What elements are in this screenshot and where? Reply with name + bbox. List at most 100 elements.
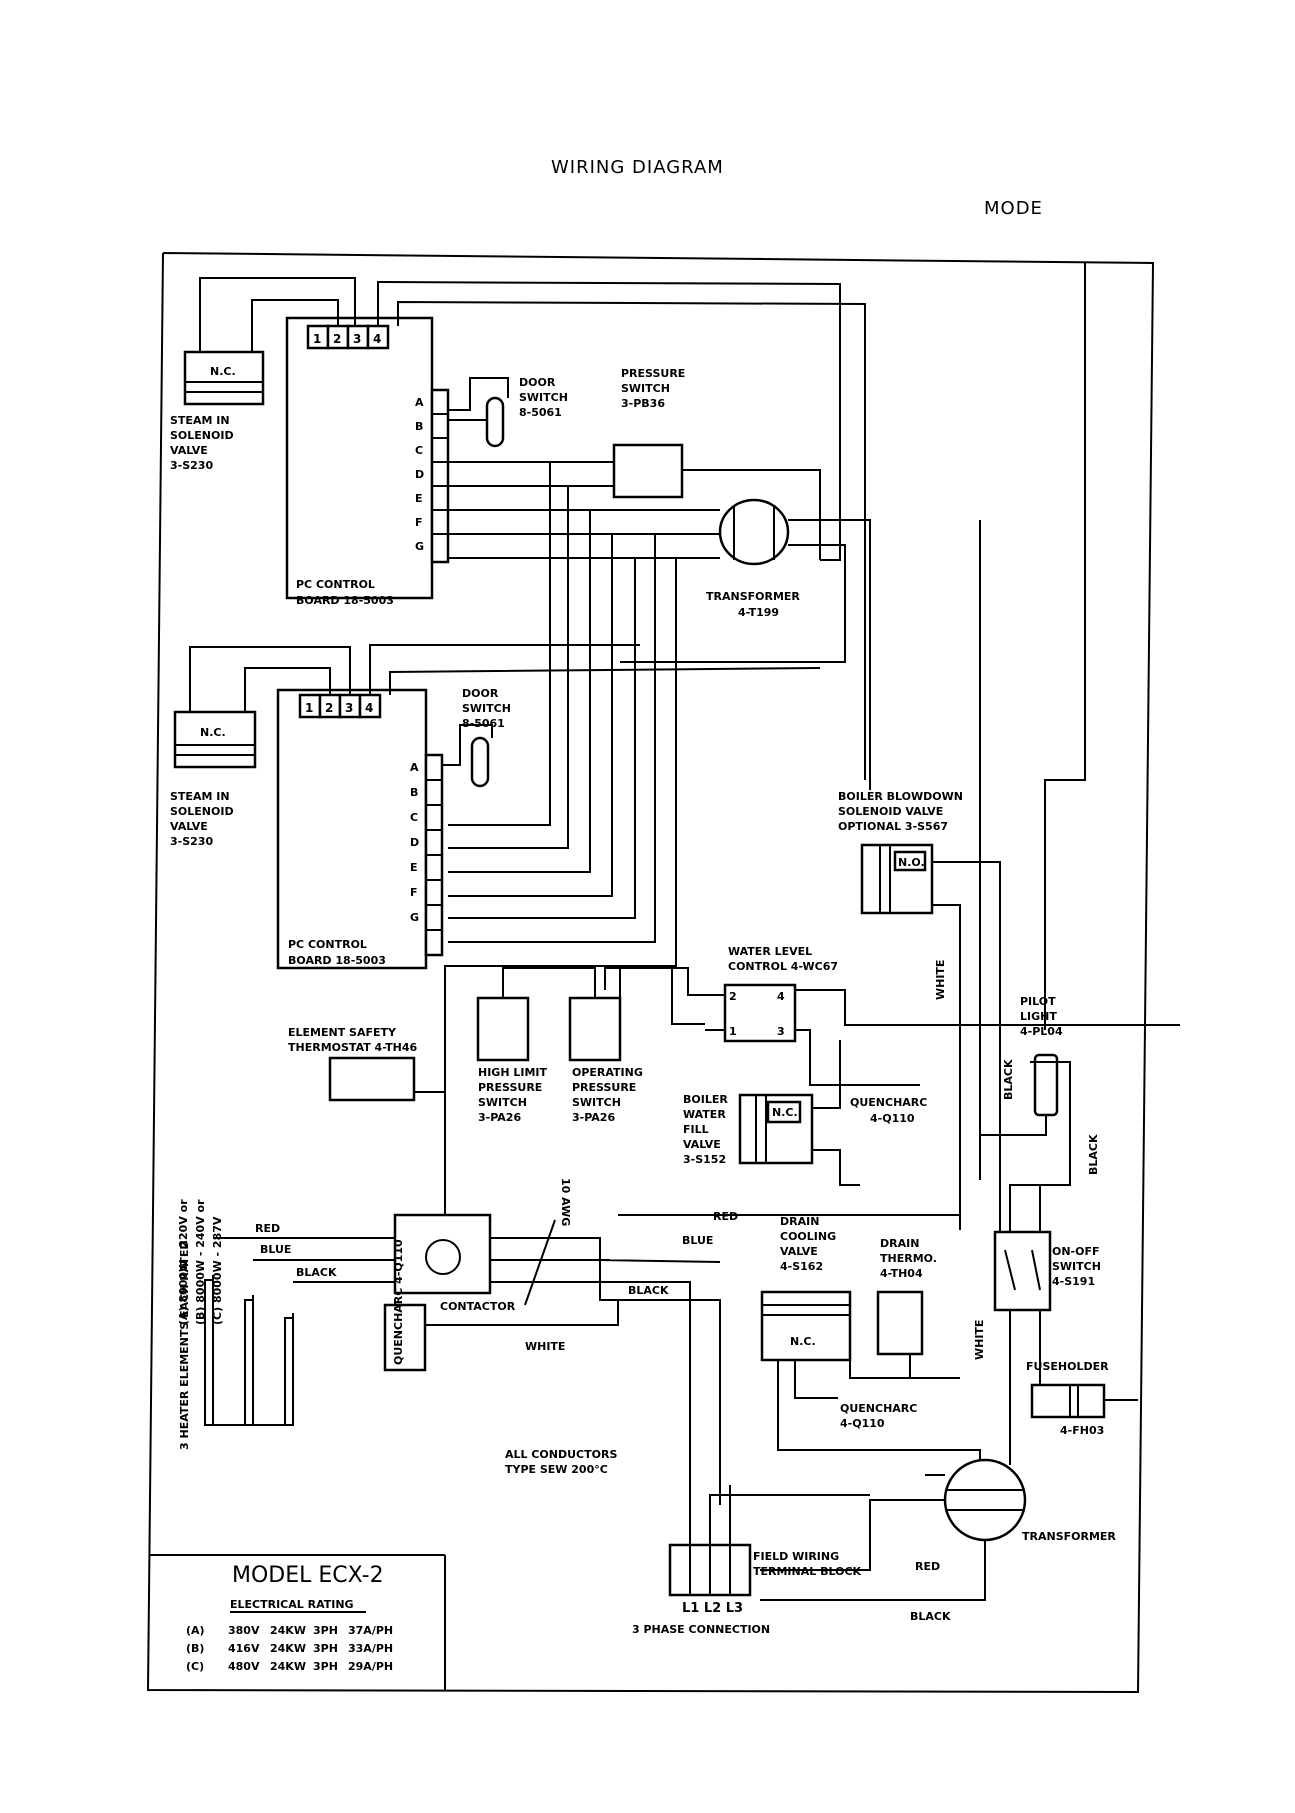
- rating-cell: 33A/PH: [348, 1642, 393, 1655]
- fill-valve-label: FILL: [683, 1123, 709, 1136]
- wlc-label: CONTROL 4-WC67: [728, 960, 838, 973]
- board1-letter: A: [415, 396, 424, 409]
- wire-black: BLACK: [910, 1610, 951, 1623]
- drain-cooling-valve: [760, 1290, 852, 1362]
- on-off-label: ON-OFF: [1052, 1245, 1100, 1258]
- transformer-bottom: [943, 1458, 1027, 1542]
- quencharc-1-label: QUENCHARC: [850, 1096, 927, 1109]
- board2-letter: D: [410, 836, 419, 849]
- on-off-switch[interactable]: [993, 1230, 1052, 1312]
- rating-cell: 3PH: [313, 1660, 338, 1673]
- fuseholder-label: FUSEHOLDER: [1026, 1360, 1109, 1373]
- steam-valve-2-label: 3-S230: [170, 835, 213, 848]
- element-safety-label: ELEMENT SAFETY: [288, 1026, 397, 1039]
- water-level-control: [723, 983, 797, 1043]
- steam-valve-1-nc: N.C.: [210, 365, 236, 378]
- on-off-label: 4-S191: [1052, 1275, 1095, 1288]
- ratings-vertical: (C) 8000W - 287V: [211, 1216, 224, 1325]
- board1-terminals: [430, 388, 450, 564]
- wire-black: BLACK: [1002, 1059, 1015, 1100]
- pressure-switch: [612, 443, 684, 499]
- board1-letter: F: [415, 516, 423, 529]
- rating-cell: (B): [186, 1642, 204, 1655]
- transformer-top-label: 4-T199: [738, 606, 779, 619]
- board1-letter: D: [415, 468, 424, 481]
- rating-cell: 3PH: [313, 1642, 338, 1655]
- drain-valve-nc: N.C.: [790, 1335, 816, 1348]
- blowdown-label: SOLENOID VALVE: [838, 805, 943, 818]
- model-header: MODE: [984, 198, 1043, 219]
- board2-pin: 1: [305, 701, 313, 715]
- board1-letter: C: [415, 444, 423, 457]
- high-limit-label: PRESSURE: [478, 1081, 542, 1094]
- steam-valve-2-label: STEAM IN: [170, 790, 230, 803]
- board2-label: PC CONTROL: [288, 938, 367, 951]
- steam-valve-1-label: 3-S230: [170, 459, 213, 472]
- rating-cell: (C): [186, 1660, 204, 1673]
- fuseholder: [1030, 1383, 1106, 1419]
- wire-red: RED: [713, 1210, 738, 1223]
- pc-board-2: [276, 688, 428, 970]
- rating-cell: 380V: [228, 1624, 260, 1637]
- diagram-title: WIRING DIAGRAM: [551, 157, 724, 178]
- fill-valve-label: VALVE: [683, 1138, 721, 1151]
- transformer-bottom-label: TRANSFORMER: [1022, 1530, 1116, 1543]
- board1-pin: 4: [373, 332, 381, 346]
- blowdown-no: N.O.: [898, 856, 925, 869]
- board1-letter: G: [415, 540, 424, 553]
- wlc-terminal: 2: [729, 990, 737, 1003]
- operating-label: 3-PA26: [572, 1111, 615, 1124]
- board1-label: BOARD 18-5003: [296, 594, 394, 607]
- rating-subtitle: ELECTRICAL RATING: [230, 1598, 354, 1611]
- board2-letter: G: [410, 911, 419, 924]
- pressure-switch-label: 3-PB36: [621, 397, 665, 410]
- door-switch-1-label: SWITCH: [519, 391, 568, 404]
- wire-blue: BLUE: [682, 1234, 713, 1247]
- rating-cell: 3PH: [313, 1624, 338, 1637]
- steam-valve-2-nc: N.C.: [200, 726, 226, 739]
- door-switch-2-label: SWITCH: [462, 702, 511, 715]
- board1-pin: 3: [353, 332, 361, 346]
- transformer-top: [718, 498, 790, 566]
- pc-board-1: [285, 316, 434, 600]
- board1-pins: 1 2 3 4: [306, 324, 390, 350]
- fill-valve-label: 3-S152: [683, 1153, 726, 1166]
- board2-letter: E: [410, 861, 418, 874]
- fill-valve-nc: N.C.: [772, 1106, 798, 1119]
- awg-label: 10 AWG: [559, 1178, 572, 1226]
- heater-elements: [204, 1275, 294, 1426]
- drain-cooling-label: VALVE: [780, 1245, 818, 1258]
- quencharc-vertical: QUENCHARC 4-Q110: [392, 1239, 405, 1365]
- board2-terminals: [424, 753, 444, 957]
- rating-cell: (A): [186, 1624, 205, 1637]
- door-switch-2-label: 8-5061: [462, 717, 505, 730]
- wire-white: WHITE: [973, 1320, 986, 1360]
- board2-pin: 4: [365, 701, 373, 715]
- rating-cell: 24KW: [270, 1660, 306, 1673]
- board1-pin: 1: [313, 332, 321, 346]
- operating-pressure-switch: [568, 996, 622, 1062]
- steam-valve-1: [183, 350, 265, 406]
- wire-black: BLACK: [296, 1266, 337, 1279]
- quencharc-2-label: QUENCHARC: [840, 1402, 917, 1415]
- pilot-light-label: 4-PL04: [1020, 1025, 1063, 1038]
- field-wiring-label: FIELD WIRING: [753, 1550, 839, 1563]
- steam-valve-1-label: STEAM IN: [170, 414, 230, 427]
- wire-white: WHITE: [934, 960, 947, 1000]
- fuseholder-label: 4-FH03: [1060, 1424, 1104, 1437]
- conductors-note: TYPE SEW 200°C: [505, 1463, 608, 1476]
- high-limit-label: SWITCH: [478, 1096, 527, 1109]
- high-limit-label: HIGH LIMIT: [478, 1066, 548, 1079]
- pilot-light-label: PILOT: [1020, 995, 1056, 1008]
- drain-thermo-label: 4-TH04: [880, 1267, 923, 1280]
- pilot-light-label: LIGHT: [1020, 1010, 1057, 1023]
- quencharc-1-label: 4-Q110: [870, 1112, 915, 1125]
- board2-letter: F: [410, 886, 418, 899]
- rating-cell: 37A/PH: [348, 1624, 393, 1637]
- three-phase-label: 3 PHASE CONNECTION: [632, 1623, 770, 1636]
- board1-pin: 2: [333, 332, 341, 346]
- wire-white: WHITE: [525, 1340, 565, 1353]
- steam-valve-2: [173, 710, 257, 769]
- board1-letter: B: [415, 420, 423, 433]
